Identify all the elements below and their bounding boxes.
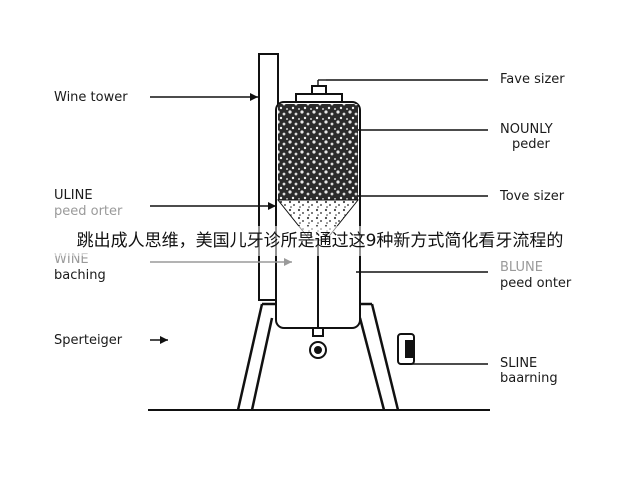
side-knob [397,333,415,365]
label-wine-tower: Wine tower [54,90,128,105]
label-tove-sizer: Tove sizer [500,189,565,204]
top-fitting [295,85,343,103]
arrowheads [160,93,292,344]
packed-media [278,104,358,200]
label-sline-sub: baarning [500,371,558,386]
label-sperteiger: Sperteiger [54,333,123,348]
label-uline-sub: peed orter [54,204,123,219]
label-nounly-sub: peder [512,137,550,152]
label-sline: SLINE [500,356,538,371]
spigot [309,327,327,359]
label-nounly: NOUNLY [500,122,553,137]
label-fave-sizer: Fave sizer [500,72,565,87]
label-wine-sub: baching [54,268,106,283]
label-blune-sub: peed onter [500,276,572,291]
label-blune: BLUNE [500,260,543,275]
leader-lines [150,79,488,365]
label-uline: ULINE [54,188,93,203]
overlay-banner-text: 跳出成人思维，美国儿牙诊所是通过这9种新方式简化看牙流程的 [0,226,640,256]
